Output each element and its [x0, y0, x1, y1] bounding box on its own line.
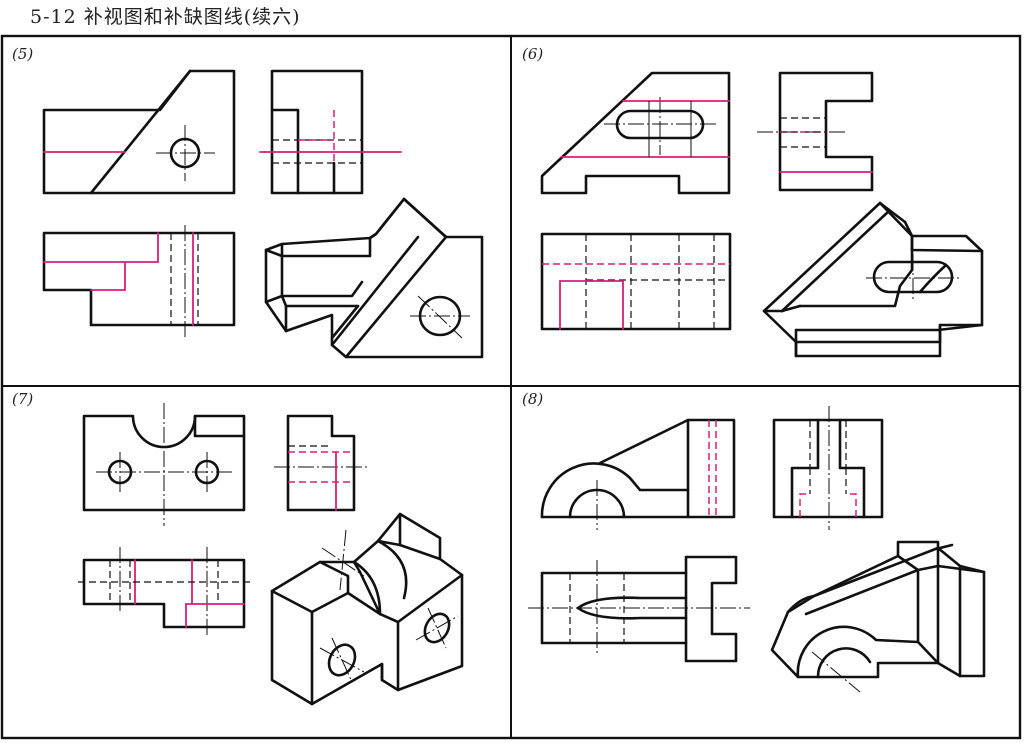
p5-isometric — [264, 197, 484, 359]
p8-front-view — [540, 418, 736, 530]
page-title: 5-12 补视图和补缺图线(续六) — [30, 6, 301, 28]
p7-front-view — [82, 403, 246, 526]
p8-side-view — [772, 406, 884, 530]
p7-side-view — [274, 414, 370, 512]
p8-isometric — [770, 540, 986, 693]
panel-label: (7) — [12, 390, 33, 408]
p6-top-view — [540, 232, 732, 331]
p7-isometric — [270, 512, 464, 706]
panel-5: (5) — [12, 45, 484, 359]
p7-top-view — [78, 547, 250, 636]
panel-label: (8) — [522, 390, 543, 408]
p8-top-view — [528, 555, 750, 663]
panel-label: (5) — [12, 45, 33, 63]
p5-front-view — [42, 69, 236, 195]
panel-7: (7) — [12, 390, 464, 706]
panel-6: (6) — [522, 45, 984, 358]
p6-isometric — [762, 201, 984, 358]
p6-front-view — [540, 71, 731, 195]
p6-side-view — [757, 71, 874, 192]
panel-label: (6) — [522, 45, 543, 63]
p5-top-view — [42, 225, 236, 338]
panel-8: (8) — [522, 390, 986, 693]
p5-side-view — [259, 69, 402, 195]
